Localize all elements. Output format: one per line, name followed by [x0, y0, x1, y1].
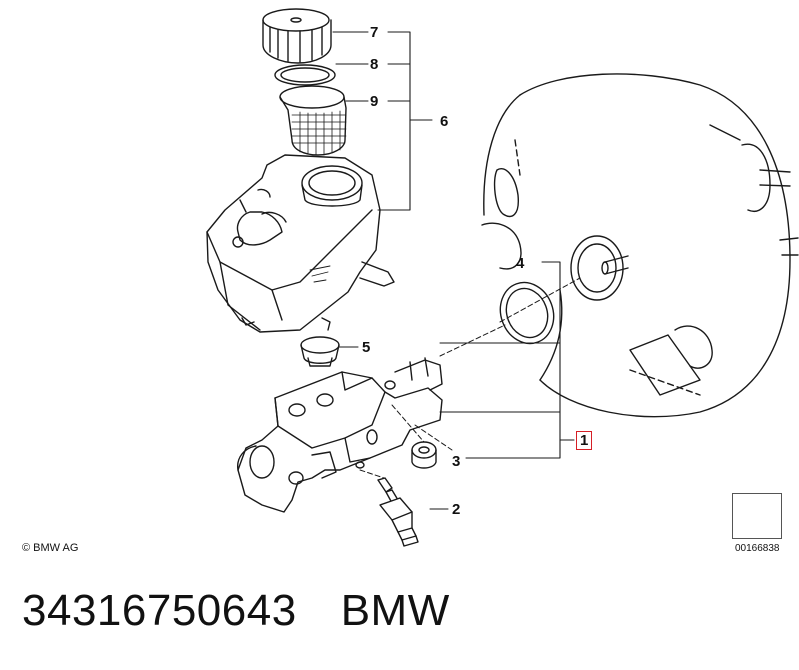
strainer: [279, 85, 347, 156]
seal-ring: [274, 64, 336, 86]
callout-4: 4: [516, 255, 525, 272]
part-caption: 34316750643 BMW: [22, 586, 494, 636]
brake-master-cylinder: [237, 357, 443, 513]
brand-name: BMW: [340, 586, 450, 635]
brake-booster: [481, 73, 799, 418]
pressure-switch: [377, 477, 419, 547]
o-ring: [499, 281, 555, 345]
copyright-notice: © BMW AG: [22, 542, 79, 554]
reservoir-cap: [262, 8, 332, 64]
callout-7: 7: [370, 24, 379, 41]
callout-3: 3: [452, 453, 461, 470]
callout-9: 9: [370, 93, 379, 110]
callout-6: 6: [440, 113, 449, 130]
brake-fluid-reservoir: [206, 154, 395, 333]
callout-2: 2: [452, 501, 461, 518]
part-number: 34316750643: [22, 586, 297, 635]
grommet-plug: [300, 336, 340, 367]
callout-5: 5: [362, 339, 371, 356]
assembly-lines: [359, 277, 581, 479]
diagram-number: 00166838: [735, 543, 780, 554]
hex-nut: [411, 441, 437, 469]
leader-lines: [332, 31, 575, 510]
callout-8: 8: [370, 56, 379, 73]
navigation-thumbnail[interactable]: [732, 493, 782, 539]
parts-diagram: [206, 8, 799, 547]
callout-1[interactable]: 1: [576, 431, 593, 450]
